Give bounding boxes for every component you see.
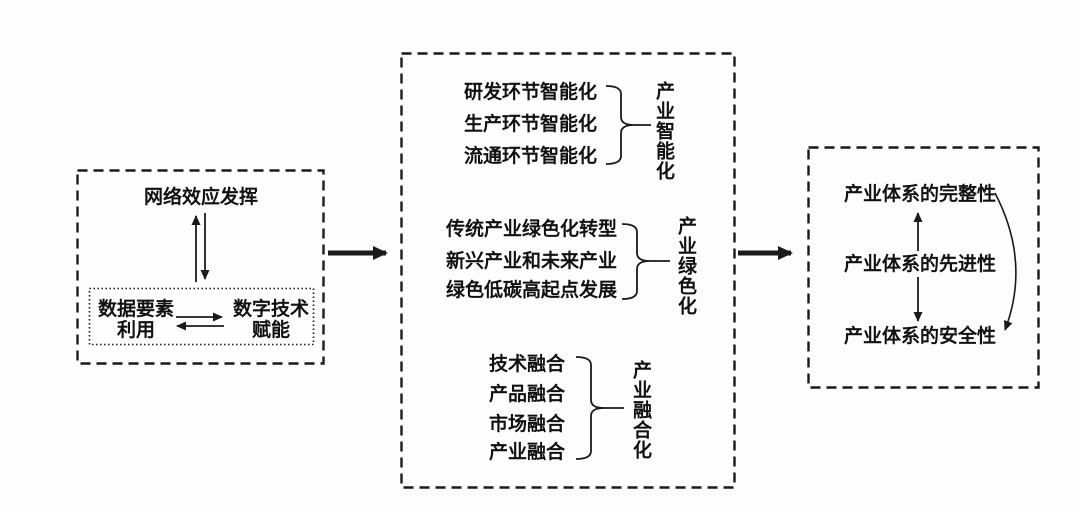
group-intelligent-item: 研发环节智能化 [464, 82, 598, 103]
group-green-item: 绿色低碳高起点发展 [446, 280, 618, 301]
group-converge-item: 市场融合 [489, 414, 566, 435]
group-intelligent-item: 生产环节智能化 [464, 114, 598, 135]
network-effect-label: 网络效应发挥 [143, 187, 258, 208]
system-advancement-label: 产业体系的先进性 [843, 254, 996, 275]
group-converge-item: 产业融合 [489, 442, 566, 463]
brace-intelligent [605, 85, 635, 165]
brace-converge [575, 356, 605, 460]
system-security-label: 产业体系的安全性 [843, 326, 996, 347]
group-intelligent-item: 流通环节智能化 [464, 146, 598, 167]
data-element-label: 数据要素 利用 [97, 299, 174, 341]
group-green-item: 传统产业绿色化转型 [446, 219, 618, 240]
brace-green [621, 223, 651, 300]
digital-tech-label: 数字技术 赋能 [232, 299, 309, 341]
left-dashed-box [76, 169, 325, 365]
complete-to-security-curved-arrow [994, 192, 1017, 331]
group-green-item: 新兴产业和未来产业 [446, 251, 618, 272]
right-dashed-box [807, 146, 1040, 389]
group-converge-item: 产品融合 [489, 384, 566, 405]
group-converge-label: 产业融合化 [630, 360, 651, 460]
system-completeness-label: 产业体系的完整性 [843, 184, 996, 205]
group-green-label: 产业绿色化 [675, 216, 696, 316]
inner-dotted-box [88, 287, 315, 346]
middle-dashed-box [400, 52, 736, 489]
group-converge-item: 技术融合 [489, 354, 566, 375]
group-intelligent-label: 产业智能化 [653, 81, 674, 181]
